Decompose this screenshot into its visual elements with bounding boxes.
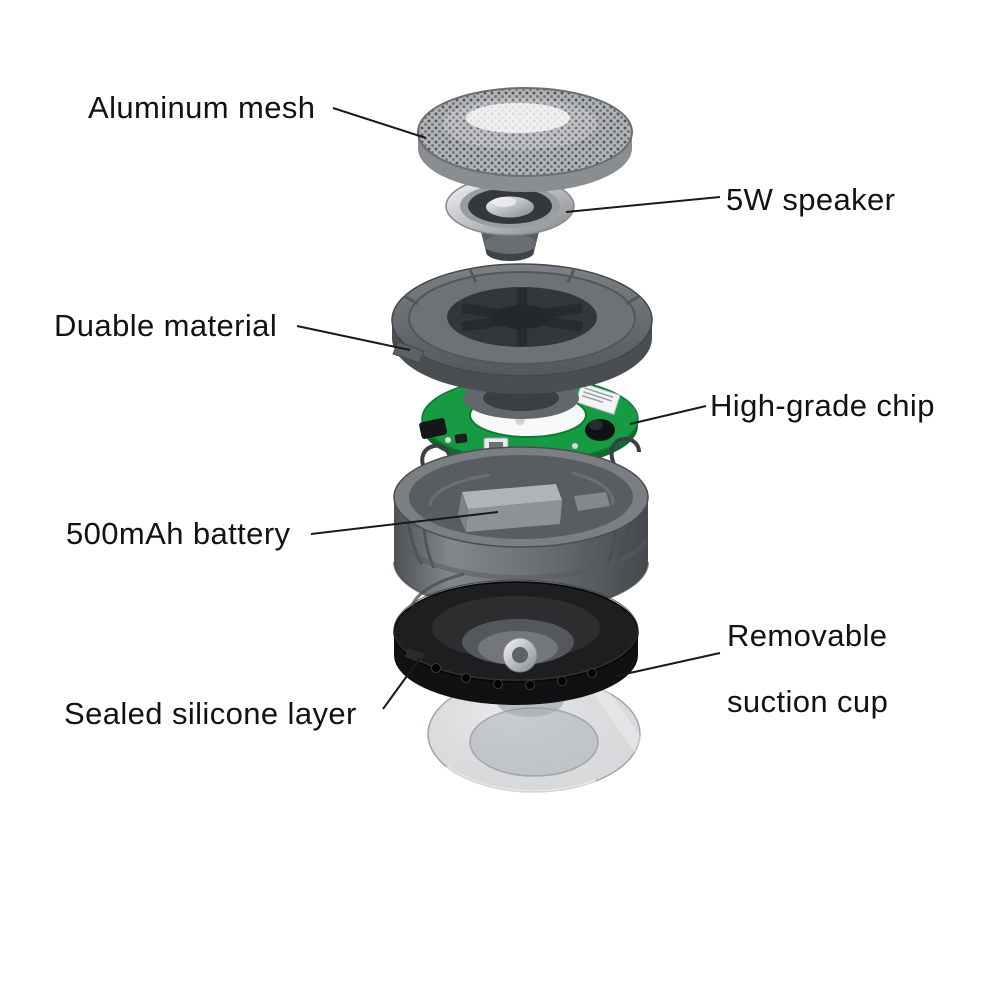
part-silicone-ring <box>393 572 639 705</box>
part-aluminum-mesh <box>417 87 633 192</box>
leader-silicone-layer <box>382 657 421 710</box>
label-aluminum-mesh: Aluminum mesh <box>88 90 316 125</box>
leader-speaker <box>565 196 721 213</box>
leader-suction-cup <box>615 652 721 677</box>
part-speaker-driver <box>445 176 575 261</box>
leader-aluminum-mesh <box>332 107 427 139</box>
part-suction-cup <box>427 675 652 797</box>
leader-high-grade-chip <box>629 405 707 425</box>
label-speaker: 5W speaker <box>726 182 896 217</box>
leader-lines <box>296 107 721 710</box>
label-duable-material: Duable material <box>54 308 278 343</box>
leader-battery <box>310 511 499 535</box>
label-high-grade-chip: High-grade chip <box>710 388 935 423</box>
label-suction-cup-line1: Removable <box>727 618 888 653</box>
label-silicone-layer: Sealed silicone layer <box>64 696 357 731</box>
leader-duable-material <box>296 325 411 351</box>
part-housing-ring <box>391 263 653 419</box>
label-battery: 500mAh battery <box>66 516 291 551</box>
part-main-body <box>393 436 649 613</box>
label-suction-cup-line2: suction cup <box>727 684 889 719</box>
